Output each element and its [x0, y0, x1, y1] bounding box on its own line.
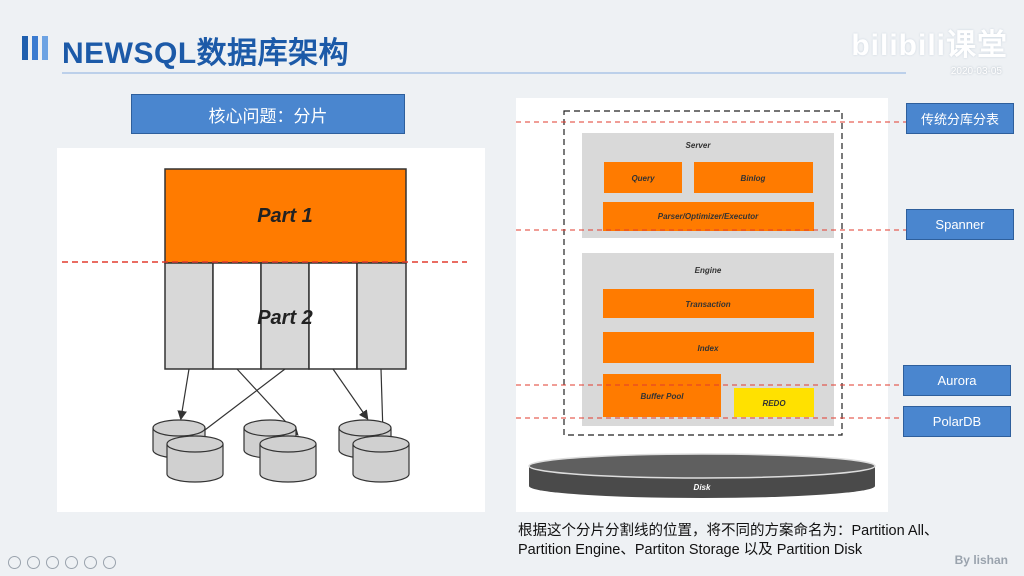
partition-lines-overlay — [516, 121, 906, 419]
pen-tool-icon[interactable] — [46, 556, 59, 569]
part2-label: Part 2 — [257, 307, 313, 329]
transaction-box — [603, 289, 814, 318]
arrow-3 — [195, 368, 286, 438]
core-question-banner: 核心问题：分片 — [131, 94, 405, 134]
menu-icon[interactable] — [65, 556, 78, 569]
page-title: NEWSQL数据库架构 — [62, 37, 350, 70]
database-group-3 — [338, 419, 410, 483]
partition-diagram-svg: Part 1 Part 2 — [62, 168, 467, 483]
buffer-pool-label: Buffer Pool — [641, 392, 685, 401]
disk-cylinder — [528, 453, 876, 498]
parser-label: Parser/Optimizer/Executor — [658, 212, 759, 221]
column-1 — [164, 262, 214, 370]
label-aurora: Aurora — [903, 365, 1011, 396]
author-signature: By lishan — [954, 553, 1008, 567]
part1-block — [164, 168, 407, 264]
mysql-boundary — [563, 110, 843, 436]
redo-box — [734, 388, 814, 417]
slide-controls[interactable] — [8, 556, 116, 569]
database-group-2 — [243, 419, 317, 483]
binlog-box — [694, 162, 813, 193]
query-box — [604, 162, 682, 193]
column-2 — [212, 262, 262, 370]
label-polardb: PolarDB — [903, 406, 1011, 437]
part1-label: Part 1 — [257, 205, 313, 227]
server-label: Server — [686, 141, 712, 150]
caption-line-2: Partition Engine、Partiton Storage 以及 Par… — [518, 542, 863, 558]
redo-label: REDO — [762, 399, 786, 408]
caption-text: 根据这个分片分割线的位置，将不同的方案命名为：Partition All、 Pa… — [518, 522, 988, 560]
database-group-1 — [152, 419, 224, 483]
more-icon[interactable] — [103, 556, 116, 569]
transaction-label: Transaction — [685, 300, 730, 309]
index-label: Index — [698, 344, 719, 353]
column-4 — [308, 262, 358, 370]
column-5 — [356, 262, 407, 370]
next-slide-icon[interactable] — [27, 556, 40, 569]
arrow-1 — [177, 368, 190, 421]
title-underline — [62, 72, 906, 74]
binlog-label: Binlog — [741, 174, 766, 183]
disk-label: Disk — [694, 483, 711, 492]
architecture-diagram: Server Query Binlog Parser/Optimizer/Exe… — [516, 98, 888, 512]
bilibili-logo: bilibili课堂 — [851, 29, 1008, 62]
buffer-pool-box — [603, 374, 721, 417]
logo-date: 2020-03-05 — [950, 66, 1002, 77]
partition-diagram: Part 1 Part 2 — [57, 148, 485, 512]
parser-box — [603, 202, 814, 231]
caption-line-1: 根据这个分片分割线的位置，将不同的方案命名为：Partition All、 — [518, 523, 939, 539]
arrow-4 — [332, 368, 369, 420]
prev-slide-icon[interactable] — [8, 556, 21, 569]
column-3 — [260, 262, 310, 370]
zoom-icon[interactable] — [84, 556, 97, 569]
query-label: Query — [631, 174, 655, 183]
label-spanner: Spanner — [906, 209, 1014, 240]
engine-label: Engine — [695, 266, 722, 275]
index-box — [603, 332, 814, 363]
architecture-diagram-svg: Server Query Binlog Parser/Optimizer/Exe… — [528, 110, 876, 498]
title-accent-bars — [22, 36, 48, 60]
label-traditional-sharding: 传统分库分表 — [906, 103, 1014, 134]
